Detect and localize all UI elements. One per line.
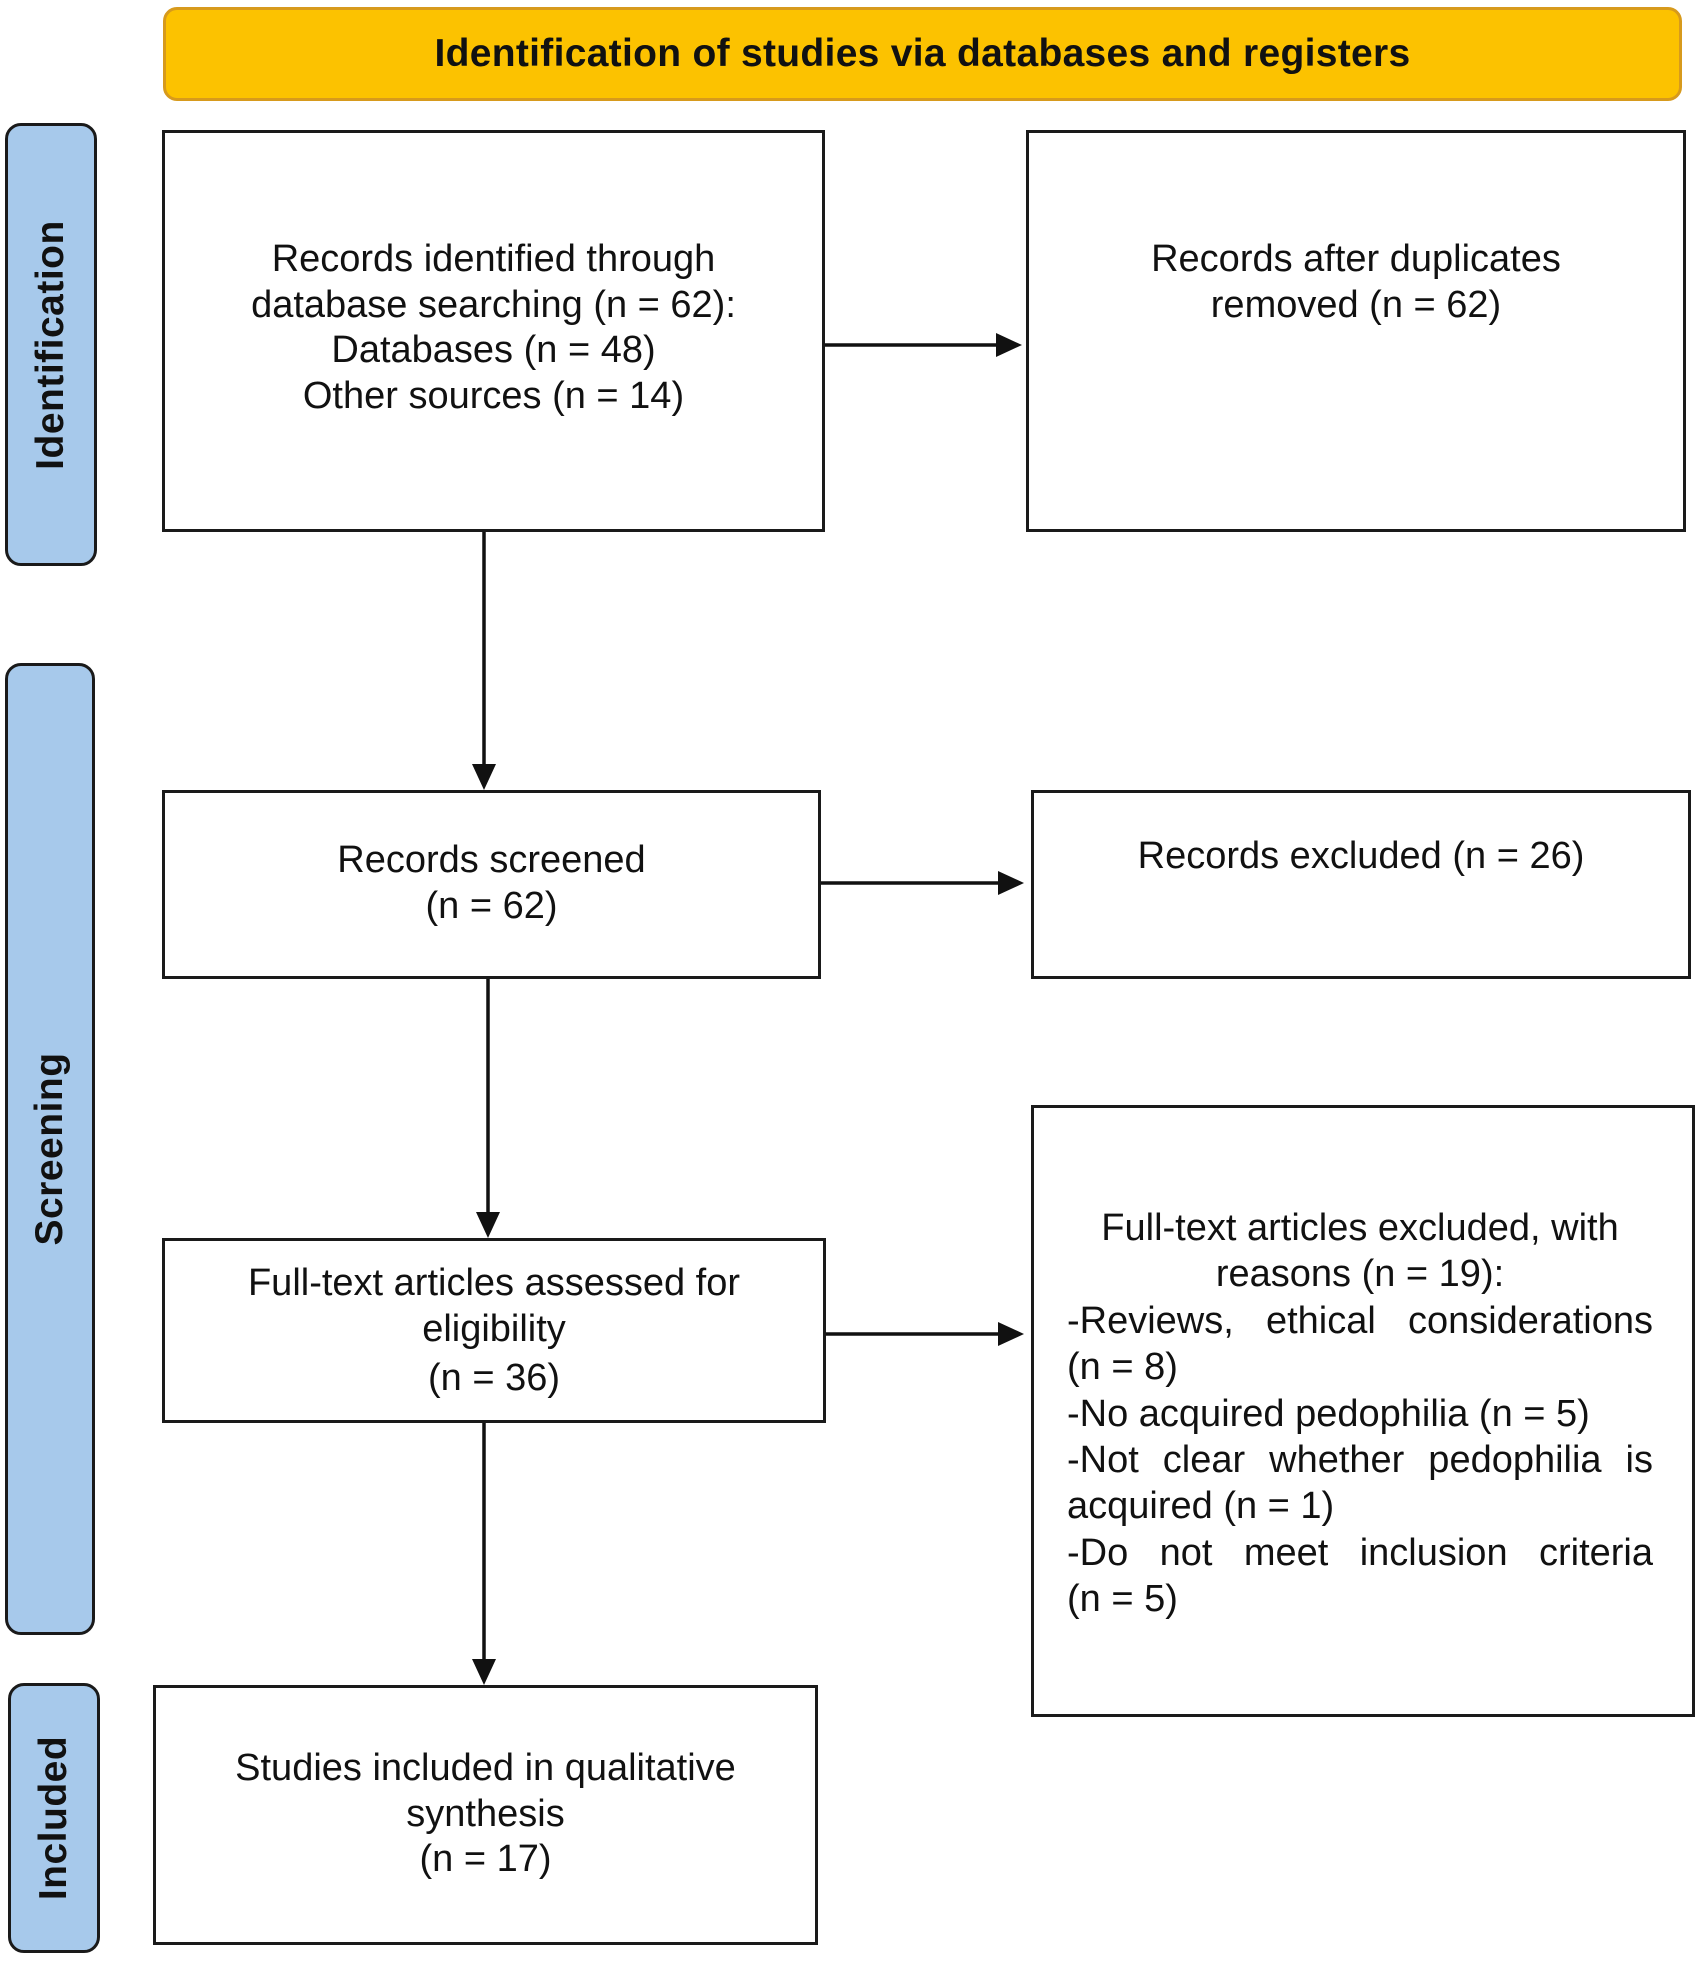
diagram-header: Identification of studies via databases … — [163, 7, 1682, 101]
box-line: Records after duplicates — [1151, 238, 1561, 280]
duplicates-removed-box: Records after duplicates removed (n = 62… — [1026, 130, 1686, 532]
exclusion-reasons-list: -Reviews, ethical considerations (n = 8)… — [1067, 1299, 1653, 1622]
box-line: Other sources (n = 14) — [302, 374, 685, 417]
reason-line: -Not clear whether pedophilia is — [1067, 1438, 1653, 1481]
box-line: reasons (n = 19): — [1215, 1252, 1505, 1295]
reason-line: -Do not meet inclusion criteria — [1067, 1532, 1653, 1575]
fulltext-excluded-box: Full-text articles excluded, with reason… — [1031, 1105, 1695, 1717]
reason-line: -No acquired pedophilia (n = 5) — [1067, 1393, 1590, 1436]
box-line: (n = 62) — [425, 884, 558, 927]
arrowhead — [472, 764, 496, 790]
fulltext-assessed-box: Full-text articles assessed for eligibil… — [162, 1238, 826, 1423]
arrowhead — [998, 1322, 1024, 1346]
records-identified-box: Records identified through database sear… — [162, 130, 825, 532]
arrowhead — [998, 871, 1024, 895]
studies-included-box: Studies included in qualitative synthesi… — [153, 1685, 818, 1945]
box-line: eligibility — [422, 1307, 566, 1350]
box-line: Records identified through — [271, 238, 716, 280]
header-title: Identification of studies via databases … — [434, 32, 1411, 75]
box-line: (n = 17) — [419, 1838, 552, 1881]
box-line: Databases (n = 48) — [331, 329, 656, 372]
box-line: Records excluded (n = 26) — [1137, 835, 1585, 877]
reason-line: acquired (n = 1) — [1067, 1484, 1335, 1527]
records-excluded-box: Records excluded (n = 26) — [1031, 790, 1691, 979]
box-line: database searching (n = 62): — [251, 283, 736, 326]
arrowhead — [472, 1659, 496, 1685]
box-line: synthesis — [406, 1792, 565, 1835]
reason-line: (n = 5) — [1067, 1577, 1178, 1620]
box-line: Records screened — [337, 839, 646, 881]
box-line: removed (n = 62) — [1210, 283, 1502, 326]
arrowhead — [476, 1212, 500, 1238]
phase-screening: Screening — [5, 663, 95, 1635]
arrowhead — [996, 333, 1022, 357]
box-line: Studies included in qualitative — [235, 1747, 736, 1789]
box-line: Full-text articles excluded, with — [1101, 1207, 1619, 1249]
reason-line: (n = 8) — [1067, 1345, 1178, 1388]
reason-line: -Reviews, ethical considerations — [1067, 1300, 1653, 1343]
records-screened-box: Records screened (n = 62) — [162, 790, 821, 979]
phase-included: Included — [8, 1683, 100, 1953]
box-line: Full-text articles assessed for — [247, 1262, 741, 1304]
box-line: (n = 36) — [427, 1357, 561, 1400]
phase-identification: Identification — [5, 123, 97, 566]
